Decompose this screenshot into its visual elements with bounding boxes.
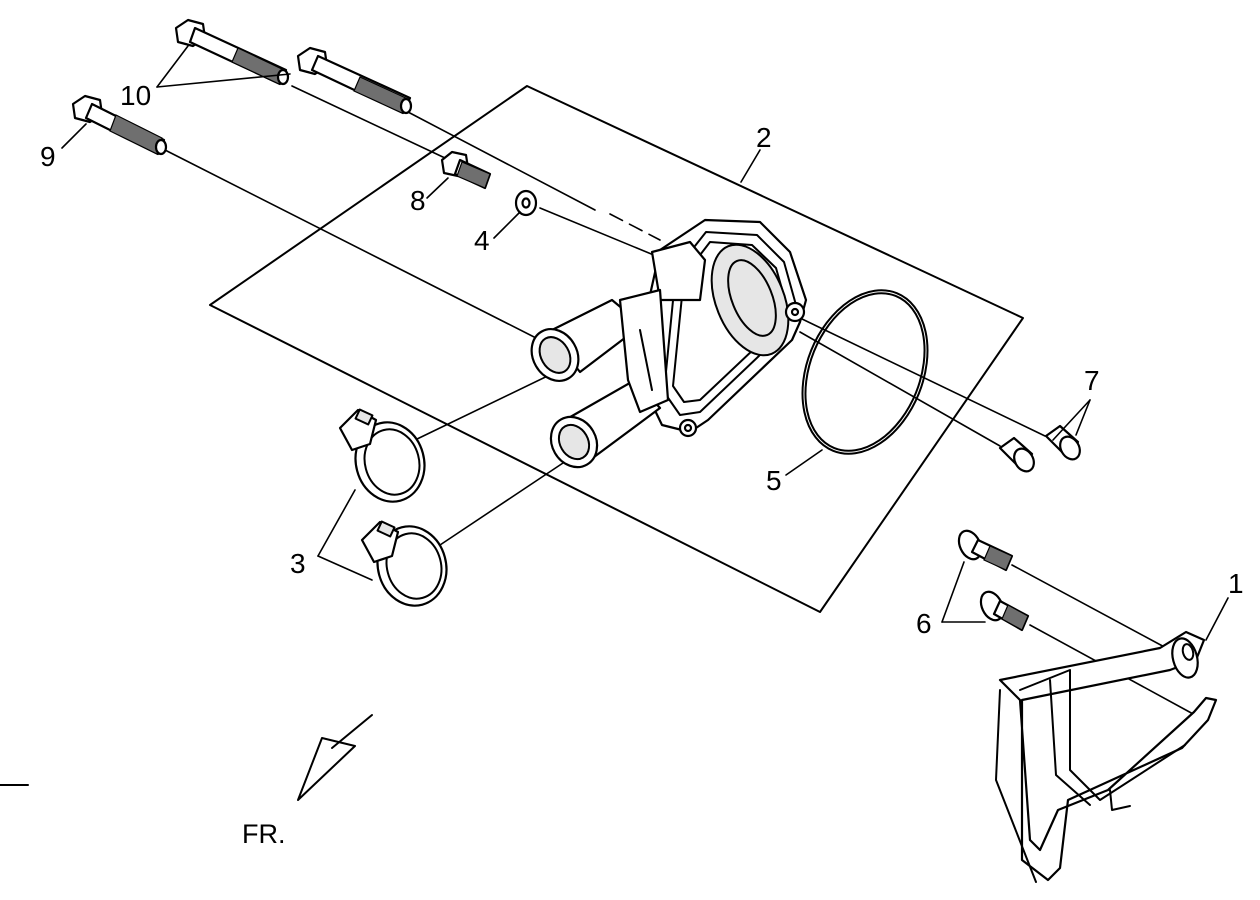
- callout-6: 6: [916, 608, 932, 639]
- bracket-bolt-upper: [957, 529, 1014, 572]
- long-bolt-lower: [296, 46, 413, 115]
- bolt-9: [71, 94, 168, 156]
- callout-3: 3: [290, 548, 306, 579]
- callout-8: 8: [410, 185, 426, 216]
- pump-guard-bracket: [995, 630, 1218, 883]
- hose-clamp-upper: [338, 408, 426, 503]
- short-bolt-8: [440, 150, 492, 190]
- dowel-pin-upper: [1044, 424, 1081, 461]
- leader-lines: [61, 45, 1229, 641]
- callout-10: 10: [120, 80, 151, 111]
- dowel-pin-lower: [998, 436, 1035, 473]
- callout-7: 7: [1084, 365, 1100, 396]
- bracket-bolt-lower: [979, 590, 1030, 632]
- o-ring-5: [801, 289, 929, 455]
- assembly-boundary: [209, 85, 1024, 613]
- hose-clamp-lower: [360, 520, 448, 607]
- callout-1: 1: [1228, 568, 1244, 599]
- front-direction-arrow: [297, 714, 373, 801]
- callout-2: 2: [756, 122, 772, 153]
- callout-9: 9: [40, 141, 56, 172]
- callout-5: 5: [766, 465, 782, 496]
- assembly-lines: [164, 85, 1196, 716]
- callout-4: 4: [474, 225, 490, 256]
- long-bolt-upper: [174, 18, 290, 86]
- washer-4: [514, 189, 538, 217]
- direction-label: FR.: [242, 819, 286, 849]
- water-pump-cover: [530, 218, 808, 469]
